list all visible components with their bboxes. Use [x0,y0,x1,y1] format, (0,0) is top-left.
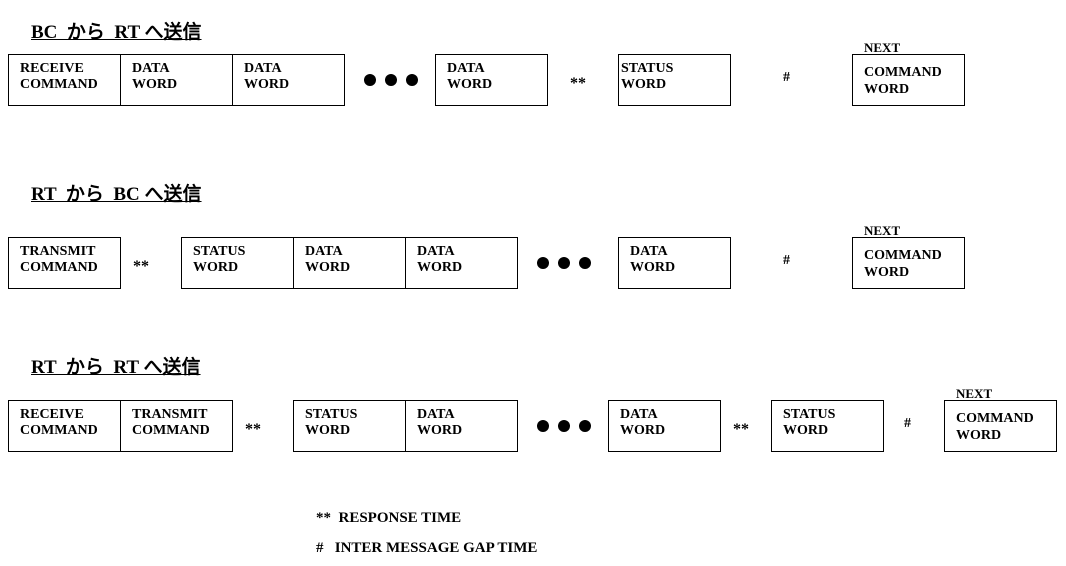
next-label: NEXT [956,386,993,401]
response-time-marker: ** [245,421,261,438]
response-time-marker: ** [133,258,149,275]
legend-response-time: ** RESPONSE TIME [316,510,462,526]
status-word-box: STATUS WORD [771,400,884,452]
word-label-line2: WORD [783,423,829,438]
data-word-box: DATA WORD [608,400,721,452]
section-title-bc-to-rt: BC から RT へ送信 [31,22,202,43]
data-word-box: DATA WORD [120,54,234,106]
word-label-line2: WORD [417,260,463,275]
word-label-line1: DATA [417,244,455,259]
word-label-line1: STATUS [193,244,246,259]
next-command-word-box: COMMAND WORD [852,54,965,106]
word-label-line2: WORD [447,77,493,92]
status-word-box: STATUS WORD [293,400,407,452]
data-word-box: DATA WORD [405,400,518,452]
response-time-marker: ** [733,421,749,438]
word-label-line2: COMMAND [132,423,210,438]
data-word-box: DATA WORD [618,237,731,289]
word-label-line1: TRANSMIT [132,407,208,422]
gap-time-marker: # [783,253,790,268]
word-label-line2: WORD [621,77,667,92]
transmit-command-box: TRANSMIT COMMAND [120,400,233,452]
word-label-line1: STATUS [621,61,674,76]
word-label-line1: DATA [417,407,455,422]
word-label-line1: COMMAND [864,248,942,263]
word-label-line1: RECEIVE [20,407,84,422]
section-title-rt-to-bc: RT から BC へ送信 [31,184,202,205]
next-command-word-box: COMMAND WORD [852,237,965,289]
word-label-line2: WORD [305,423,351,438]
word-label-line2: COMMAND [20,77,98,92]
transmit-command-box: TRANSMIT COMMAND [8,237,121,289]
word-label-line1: DATA [244,61,282,76]
ellipsis-dots [364,74,418,88]
word-label-line2: COMMAND [20,260,98,275]
next-label: NEXT [864,40,901,55]
word-label-line2: COMMAND [20,423,98,438]
word-label-line1: DATA [620,407,658,422]
word-label-line1: RECEIVE [20,61,84,76]
word-label-line1: COMMAND [956,411,1034,426]
word-label-line2: WORD [864,82,910,97]
word-label-line2: WORD [956,428,1002,443]
data-word-box: DATA WORD [405,237,518,289]
word-label-line2: WORD [620,423,666,438]
status-word-box: STATUS WORD [618,54,731,106]
word-label-line1: DATA [447,61,485,76]
word-label-line2: WORD [305,260,351,275]
response-time-marker: ** [570,75,586,92]
ellipsis-dots [537,420,591,434]
word-label-line1: DATA [305,244,343,259]
word-label-line1: DATA [630,244,668,259]
word-label-line2: WORD [193,260,239,275]
word-label-line1: DATA [132,61,170,76]
next-command-word-box: COMMAND WORD [944,400,1057,452]
gap-time-marker: # [783,70,790,85]
word-label-line2: WORD [417,423,463,438]
word-label-line2: WORD [630,260,676,275]
data-word-box: DATA WORD [293,237,407,289]
word-label-line1: STATUS [305,407,358,422]
ellipsis-dots [537,257,591,271]
data-word-box: DATA WORD [435,54,548,106]
receive-command-box: RECEIVE COMMAND [8,400,122,452]
word-label-line1: TRANSMIT [20,244,96,259]
legend-gap-time: # INTER MESSAGE GAP TIME [316,540,538,556]
word-label-line2: WORD [864,265,910,280]
word-label-line1: STATUS [783,407,836,422]
word-label-line2: WORD [132,77,178,92]
data-word-box: DATA WORD [232,54,345,106]
status-word-box: STATUS WORD [181,237,295,289]
gap-time-marker: # [904,416,911,431]
section-title-rt-to-rt: RT から RT へ送信 [31,357,201,378]
next-label: NEXT [864,223,901,238]
word-label-line1: COMMAND [864,65,942,80]
word-label-line2: WORD [244,77,290,92]
receive-command-box: RECEIVE COMMAND [8,54,122,106]
